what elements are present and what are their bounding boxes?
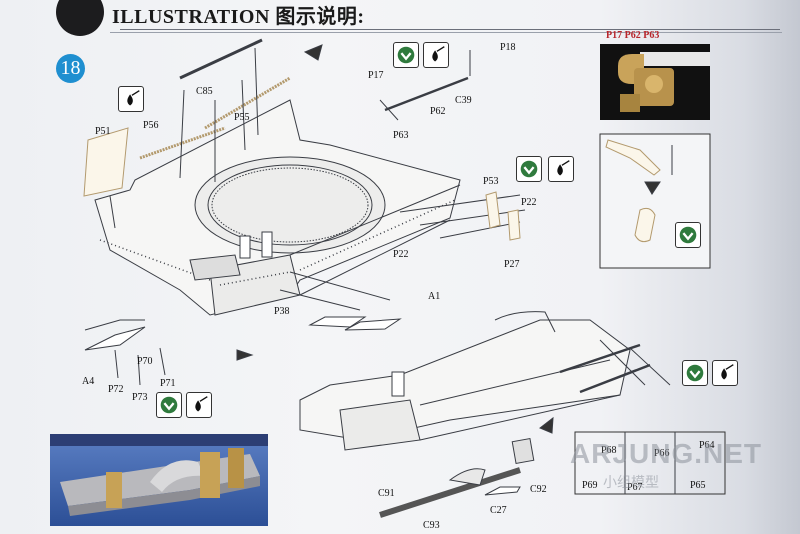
label-P62: P62 [430, 106, 446, 117]
label-P53: P53 [483, 176, 499, 187]
label-P72: P72 [108, 384, 124, 395]
label-P67: P67 [627, 482, 643, 493]
label-P18: P18 [500, 42, 516, 53]
glue-icon [548, 156, 574, 182]
detail-photo [50, 434, 268, 526]
install-down-icon [675, 222, 701, 248]
watermark: ARJUNG.NET [570, 438, 763, 469]
step-number-badge: 18 [56, 54, 85, 83]
label-P65: P65 [690, 480, 706, 491]
label-P56: P56 [143, 120, 159, 131]
label-C91: C91 [378, 488, 395, 499]
label-P64: P64 [699, 440, 715, 451]
label-P66: P66 [654, 448, 670, 459]
glue-icon [186, 392, 212, 418]
label-P17: P17 [368, 70, 384, 81]
watermark-sub: 小组模型 [603, 474, 659, 490]
install-down-icon [516, 156, 542, 182]
label-P22-left: P22 [393, 249, 409, 260]
label-C85: C85 [196, 86, 213, 97]
label-P38: P38 [274, 306, 290, 317]
label-C27: C27 [490, 505, 507, 516]
inset-photo [600, 44, 710, 120]
label-P22-right: P22 [521, 197, 537, 208]
label-P51: P51 [95, 126, 111, 137]
label-P70: P70 [137, 356, 153, 367]
label-C92: C92 [530, 484, 547, 495]
glue-icon [712, 360, 738, 386]
label-P63: P63 [393, 130, 409, 141]
label-P69: P69 [582, 480, 598, 491]
label-P73: P73 [132, 392, 148, 403]
glue-icon [118, 86, 144, 112]
page-title: ILLUSTRATION 图示说明: [112, 6, 365, 28]
header-rule [120, 29, 780, 30]
label-P55: P55 [234, 112, 250, 123]
label-C93: C93 [423, 520, 440, 531]
label-P27: P27 [504, 259, 520, 270]
install-down-icon [393, 42, 419, 68]
label-P68: P68 [601, 445, 617, 456]
label-P71: P71 [160, 378, 176, 389]
label-A1: A1 [428, 291, 441, 302]
header-rule-secondary [110, 32, 782, 33]
label-A4: A4 [82, 376, 95, 387]
install-down-icon [156, 392, 182, 418]
glue-icon [423, 42, 449, 68]
install-down-icon [682, 360, 708, 386]
inset-title: P17 P62 P63 [606, 30, 660, 41]
label-C39: C39 [455, 95, 472, 106]
